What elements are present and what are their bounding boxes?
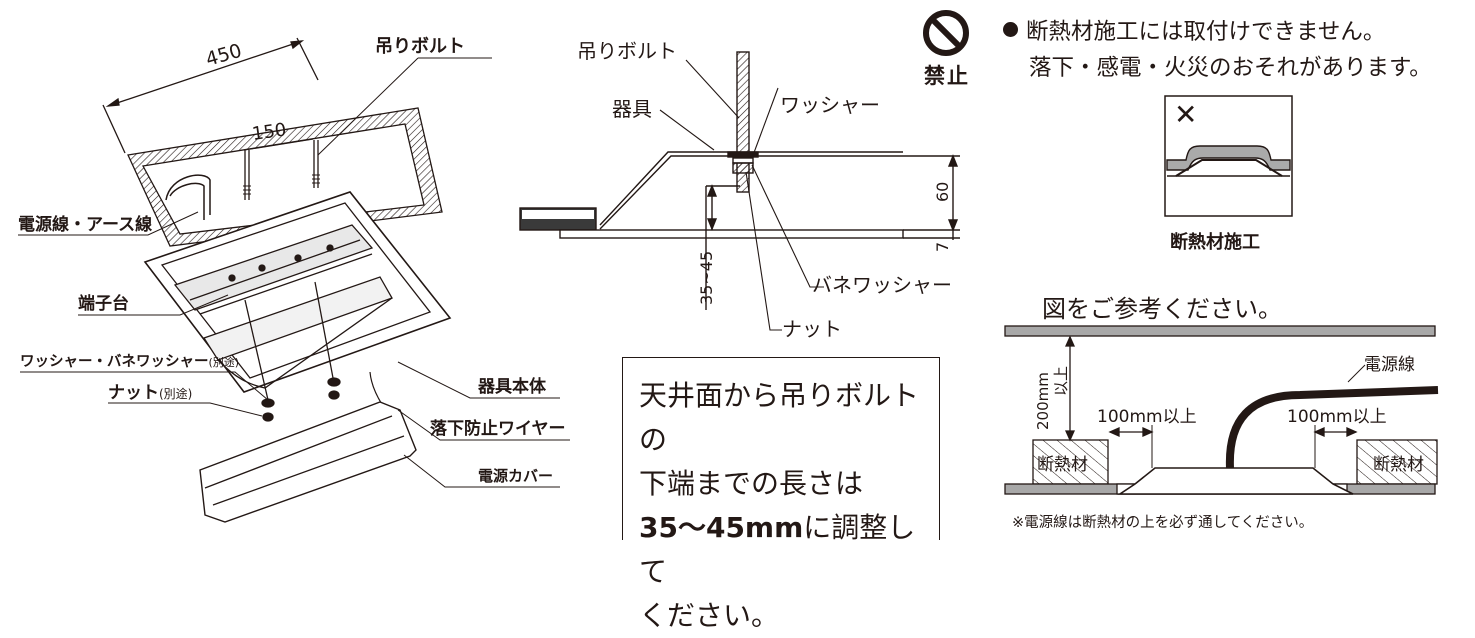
label-200mm: 200mm [1034, 372, 1052, 430]
reference-heading: 図をご参考ください。 [1042, 295, 1282, 323]
prohibit-icon [923, 10, 969, 56]
dim-35-45-text: 35~45 [697, 251, 716, 305]
label-fixture-section: 器具 [612, 97, 652, 121]
label-body: 器具本体 [477, 376, 547, 397]
warning-text: 断熱材施工には取付けできません。 落下・感電・火災のおそれがあります。 [1003, 14, 1432, 86]
inset-caption: 断熱材施工 [1170, 232, 1260, 253]
bullet-icon [1003, 22, 1018, 37]
label-spring-washer-section: バネワッシャー [812, 273, 952, 297]
reference-diagram [1004, 325, 1439, 495]
warning-line-2: 落下・感電・火災のおそれがあります。 [1029, 55, 1432, 81]
drawing-canvas: 450 150 [18, 10, 1439, 523]
power-wire [1225, 386, 1439, 469]
label-insulation-left: 断熱材 [1037, 455, 1088, 475]
reference-footnote: ※電源線は断熱材の上を必ず通してください。 [1012, 515, 1314, 531]
label-washer-spring: ワッシャー・バネワッシャー(別途) [20, 353, 239, 370]
dim-450-text: 450 [203, 40, 244, 71]
label-power-earth-wire: 電源線・アース線 [18, 214, 152, 235]
x-mark-icon: ✕ [1174, 98, 1197, 131]
label-insulation-right: 断熱材 [1373, 455, 1424, 475]
insulation-inset [1164, 95, 1293, 217]
label-nut-exploded: ナット(別途) [108, 383, 192, 403]
label-200mm-sub: 以上 [1052, 366, 1070, 396]
label-hanging-bolt-exploded: 吊りボルト [375, 36, 465, 57]
prohibit-label: 禁止 [924, 64, 970, 88]
label-power-cover: 電源カバー [478, 467, 553, 485]
exploded-view: 450 150 [18, 37, 570, 523]
label-power-wire-ref: 電源線 [1364, 355, 1415, 375]
dim-150-text: 150 [251, 119, 288, 145]
label-100mm-right: 100mm以上 [1287, 407, 1387, 427]
dim-450-line [107, 40, 303, 107]
dim-7-text: 7 [933, 242, 952, 252]
power-cover [199, 401, 417, 523]
section-view [519, 51, 960, 331]
dim-150-line [243, 138, 314, 151]
label-fall-wire: 落下防止ワイヤー [430, 418, 566, 439]
label-100mm-left: 100mm以上 [1097, 407, 1197, 427]
warning-line-1: 断熱材施工には取付けできません。 [1003, 14, 1432, 50]
ceiling-frame [127, 107, 443, 247]
dim-60-text: 60 [933, 182, 952, 202]
label-washer-section: ワッシャー [780, 93, 880, 117]
label-hanging-bolt-section: 吊りボルト [577, 39, 677, 63]
label-nut-section: ナット [782, 317, 842, 341]
adjustment-note: 天井面から吊りボルトの 下端までの長さは 35〜45mmに調整して ください。 [622, 357, 940, 632]
label-terminal-block: 端子台 [78, 293, 129, 314]
